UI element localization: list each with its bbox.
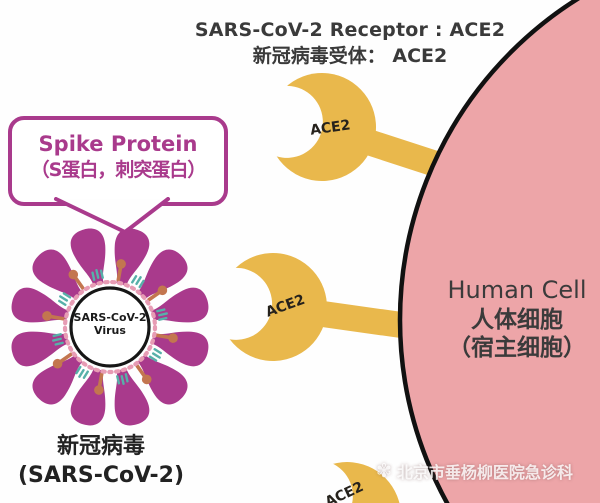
ace2-label-top: ACE2 [309, 117, 351, 138]
virus-name-english: (SARS-CoV-2) [17, 463, 185, 488]
spike-protein-callout: Spike Protein （S蛋白，刺突蛋白） [8, 116, 228, 206]
virus-core-line2: Virus [94, 324, 126, 337]
virus-core-label: SARS-CoV-2 Virus [50, 311, 170, 337]
human-cell-label: Human Cell 人体细胞 （宿主细胞） [427, 274, 600, 362]
ace2-binding-pocket [200, 267, 273, 340]
virus-illustration [8, 225, 212, 429]
title-chinese: 新冠病毒受体： ACE2 [252, 45, 448, 67]
ace2-binding-pocket [280, 459, 353, 503]
cell-subtitle-chinese: （宿主细胞） [448, 335, 586, 361]
virus-name-chinese: 新冠病毒 [56, 434, 145, 459]
cell-name-chinese: 人体细胞 [471, 307, 563, 333]
watermark-text: 北京市垂杨柳医院急诊科 [396, 463, 573, 482]
callout-subtitle: （S蛋白，刺突蛋白） [30, 159, 207, 181]
diagram-title: SARS-CoV-2 Receptor : ACE2 新冠病毒受体： ACE2 [100, 17, 600, 69]
hospital-logo-icon: ✾ [376, 459, 392, 482]
cell-name-english: Human Cell [447, 276, 587, 304]
virus-core [69, 286, 151, 368]
title-english: SARS-CoV-2 Receptor : ACE2 [194, 19, 506, 41]
callout-title: Spike Protein [38, 132, 198, 156]
virus-name-label: 新冠病毒 (SARS-CoV-2) [5, 432, 197, 491]
callout-tail [54, 197, 170, 234]
ace2-receptor-bottom: ACE2 [280, 459, 401, 503]
watermark: ✾ 北京市垂杨柳医院急诊科 [376, 459, 573, 483]
human-cell [397, 0, 600, 503]
virus-core-line1: SARS-CoV-2 [73, 311, 147, 324]
ace2-receptor-middle: ACE2 [200, 253, 458, 361]
ace2-binding-pocket [250, 85, 323, 158]
virus-membrane-dot-ring [62, 279, 158, 375]
